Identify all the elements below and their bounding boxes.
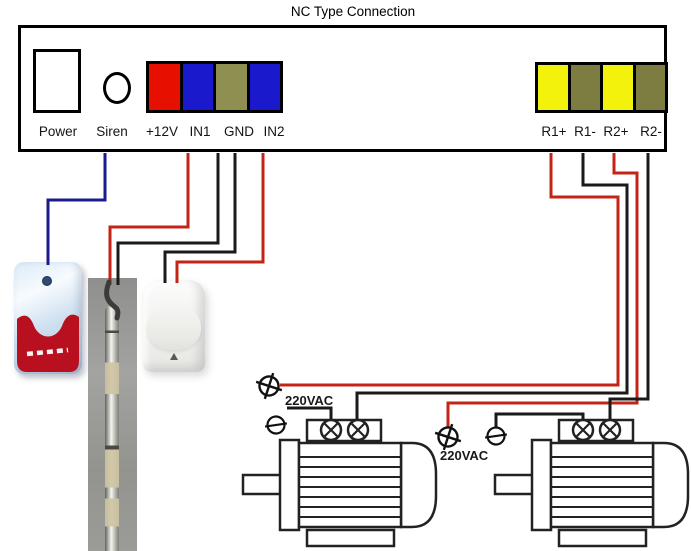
motor2-fins [551,456,653,518]
terminal-in1 [182,64,213,110]
terminal-in2 [249,64,280,110]
input-terminal-block [146,61,283,113]
wire-siren-blue [46,153,107,265]
motor1-voltage-label: 220VAC [285,393,334,408]
wired-sensor-photo [88,278,137,551]
terminal-r2-plus-label: R2+ [603,124,629,139]
wire-pir-red [175,153,265,283]
terminal-r2-plus [603,65,633,110]
plus-icon [255,372,283,400]
terminal-12v-label: +12V [146,124,178,139]
motor1-end-cap [399,441,438,529]
motor2-end-cap [651,441,690,529]
motor2-base [557,528,648,548]
terminal-in2-label: IN2 [263,124,285,139]
wire-r1minus-black [355,153,629,428]
wire-r2plus-red [446,153,639,429]
terminal-in1-label: IN1 [189,124,211,139]
motor-1 [241,418,438,548]
pir-detector-photo [143,280,205,372]
wire-sensor-red [108,153,190,285]
sensor-rod [105,306,119,551]
siren-label: Siren [96,124,128,139]
siren-connector [103,72,131,104]
motor2-terminal-box [557,418,635,443]
wire-pir-black [163,153,237,283]
power-connector [33,49,81,113]
wire-motor1-neutral-black [287,406,333,428]
terminal-r2-minus [635,65,665,110]
terminal-gnd-label: GND [224,124,254,139]
wires [46,153,650,429]
motor2-body [549,441,655,529]
motor1-fins [299,456,401,518]
motor2-voltage-label: 220VAC [440,448,489,463]
wire-sensor-black [116,153,220,285]
terminal-r1-plus [538,65,568,110]
wire-motor2-neutral-black [494,412,585,428]
wire-r2minus-black [608,153,650,428]
terminal-r1-plus-label: R1+ [541,124,567,139]
motor-2 [493,418,690,548]
terminal-gnd [216,64,247,110]
diagram-title: NC Type Connection [290,4,416,19]
power-label: Power [38,124,78,139]
terminal-r2-minus-label: R2- [640,124,662,139]
strobe-siren-photo [14,262,82,374]
pir-logo-triangle [170,353,178,360]
control-panel: Power Siren +12V IN1 GND IN2 R1+ R1- R2+… [18,25,668,152]
wire-r1plus-red [280,153,620,387]
minus-icon [264,415,288,435]
terminal-12v [149,64,180,110]
motor1-shaft [241,473,283,496]
motor2-shaft [493,473,535,496]
relay-terminal-block [535,62,668,113]
terminal-r1-minus-label: R1- [574,124,596,139]
pir-lens [147,304,201,350]
motor1-front-plate [278,438,301,532]
minus-icon [484,426,508,446]
motor2-terminal-bolts [571,418,622,442]
terminal-r1-minus [570,65,600,110]
sensor-rod-segments [105,306,119,551]
motor1-terminal-box [305,418,383,443]
motor1-base [305,528,396,548]
motor1-body [297,441,403,529]
motor1-terminal-bolts [319,418,370,442]
polarity-symbols [255,372,508,451]
motor2-front-plate [530,438,553,532]
